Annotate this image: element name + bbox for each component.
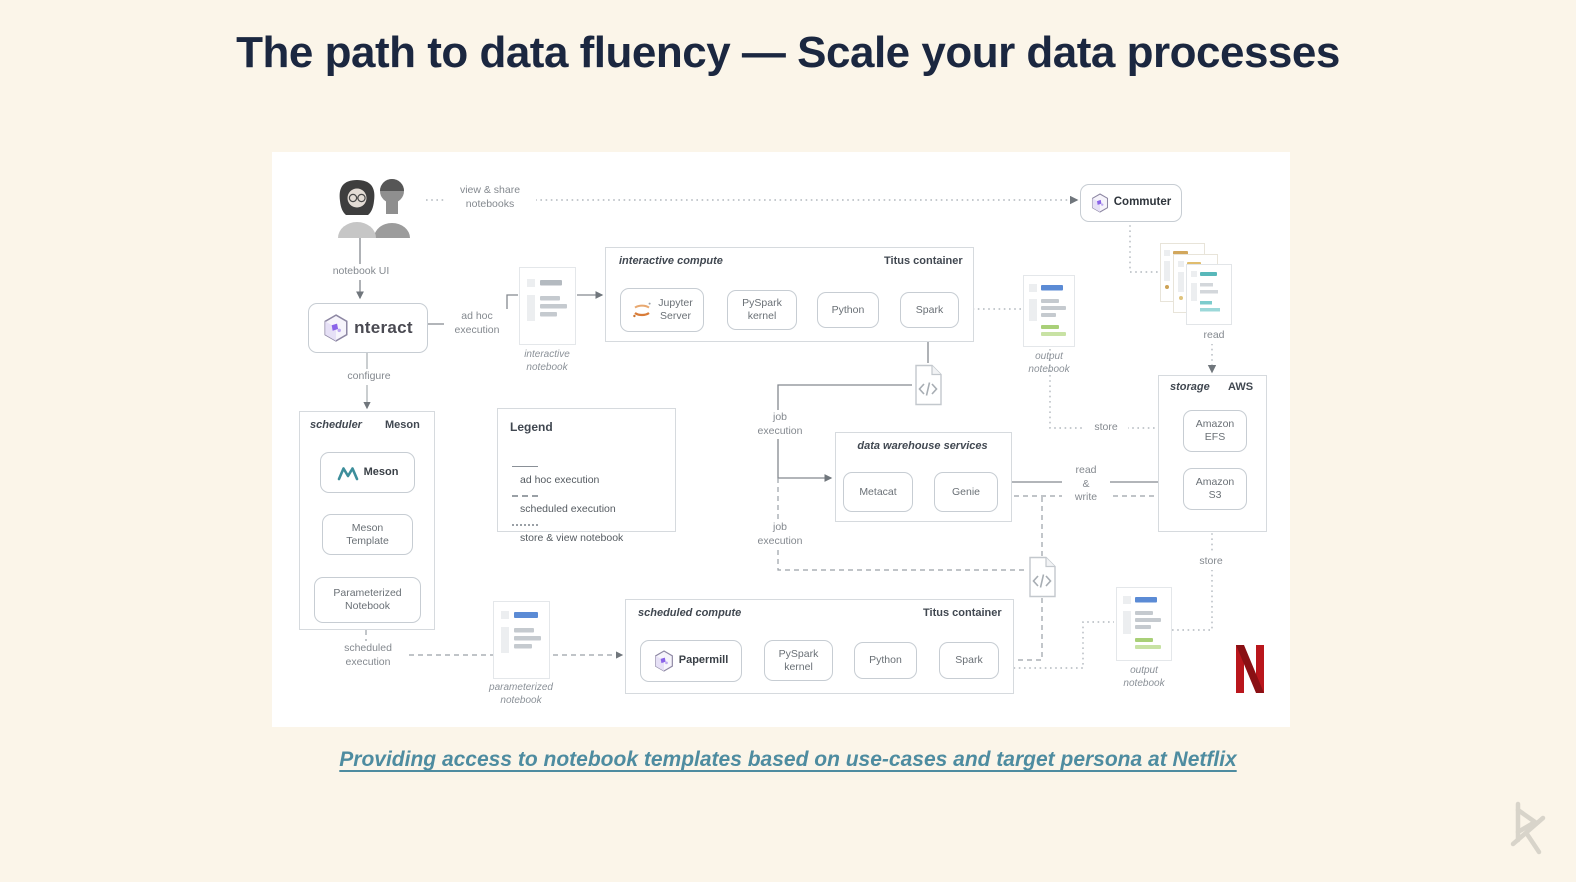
group-interactive-compute-label: interactive compute <box>619 255 723 267</box>
node-jupyter-server: Jupyter Server <box>620 288 704 332</box>
edge-label-view-share: view & share notebooks <box>444 183 536 213</box>
diagram-panel: interactive compute Titus container sche… <box>272 152 1290 727</box>
datacamp-logo <box>1510 801 1546 855</box>
edge-label-store-bottom: store <box>1189 554 1233 570</box>
edge-label-scheduled-execution: scheduled execution <box>330 641 406 671</box>
jupyter-icon <box>633 302 651 318</box>
node-nteract: nteract <box>308 303 428 353</box>
group-scheduled-compute-label: scheduled compute <box>638 607 742 619</box>
node-spark-bottom: Spark <box>939 642 999 679</box>
interactive-notebook-icon <box>519 267 576 345</box>
edge-label-read-write: read & write <box>1062 463 1110 506</box>
netflix-logo <box>1236 645 1264 693</box>
nteract-logo-icon <box>323 314 349 342</box>
node-meson-template: Meson Template <box>322 514 413 555</box>
parameterized-notebook-icon <box>493 601 550 679</box>
output-notebook-icon-bottom <box>1116 587 1172 661</box>
node-parameterized-notebook: Parameterized Notebook <box>314 577 421 623</box>
caption-output-notebook-bottom: output notebook <box>1123 665 1165 689</box>
titus-container-badge-bottom: Titus container <box>923 607 1002 619</box>
edge-label-job-execution-top: job execution <box>750 410 810 440</box>
node-amazon-s3: Amazon S3 <box>1183 468 1247 510</box>
page-title: The path to data fluency — Scale your da… <box>236 28 1340 77</box>
users-avatar-icon <box>338 179 410 238</box>
node-amazon-efs: Amazon EFS <box>1183 410 1247 452</box>
legend-item-store: store & view notebook <box>510 504 625 547</box>
caption-output-notebook-top: output notebook <box>1028 351 1070 375</box>
legend-line-dashed <box>512 494 538 497</box>
legend-line-dotted <box>512 523 538 526</box>
legend-item-adhoc: ad hoc execution <box>510 446 601 489</box>
code-file-icon-bottom <box>1029 556 1056 598</box>
node-genie: Genie <box>934 472 998 512</box>
edge-label-ad-hoc: ad hoc execution <box>444 309 510 339</box>
papermill-logo-icon <box>654 650 674 672</box>
node-metacat: Metacat <box>843 472 913 512</box>
output-notebook-icon-top <box>1023 275 1075 347</box>
source-link[interactable]: Providing access to notebook templates b… <box>339 748 1237 771</box>
group-data-warehouse-label: data warehouse services <box>857 440 988 452</box>
legend-title: Legend <box>510 420 553 434</box>
code-file-icon-top <box>915 364 942 406</box>
edge-label-job-execution-bottom: job execution <box>750 520 810 550</box>
edge-label-store-top: store <box>1084 420 1128 436</box>
meson-icon <box>337 466 358 480</box>
legend-box <box>497 408 676 532</box>
node-meson: Meson <box>320 452 415 493</box>
legend-line-solid <box>512 466 538 468</box>
meson-badge: Meson <box>385 419 420 431</box>
edge-label-read-top: read <box>1193 328 1235 344</box>
edge-label-configure: configure <box>336 369 402 385</box>
node-pyspark-kernel-top: PySpark kernel <box>727 290 797 330</box>
caption-interactive-notebook: interactive notebook <box>524 349 570 373</box>
stacked-notebooks-icon <box>1160 243 1232 325</box>
node-papermill: Papermill <box>640 640 742 682</box>
legend-item-scheduled: scheduled execution <box>510 475 618 518</box>
node-python-bottom: Python <box>854 642 917 679</box>
node-python-top: Python <box>817 292 879 328</box>
node-pyspark-kernel-bottom: PySpark kernel <box>764 640 833 681</box>
commuter-logo-icon <box>1091 193 1109 213</box>
group-storage-label: storage <box>1170 381 1210 393</box>
group-scheduler-label: scheduler <box>310 419 362 431</box>
edge-label-notebook-ui: notebook UI <box>328 264 394 280</box>
caption-row: Providing access to notebook templates b… <box>0 748 1576 772</box>
caption-parameterized-notebook: parameterized notebook <box>489 682 553 706</box>
titus-container-badge-top: Titus container <box>884 255 963 267</box>
dashed-edges <box>365 478 1182 661</box>
node-spark-top: Spark <box>900 292 959 328</box>
aws-badge: AWS <box>1228 381 1254 393</box>
node-commuter: Commuter <box>1080 184 1182 222</box>
